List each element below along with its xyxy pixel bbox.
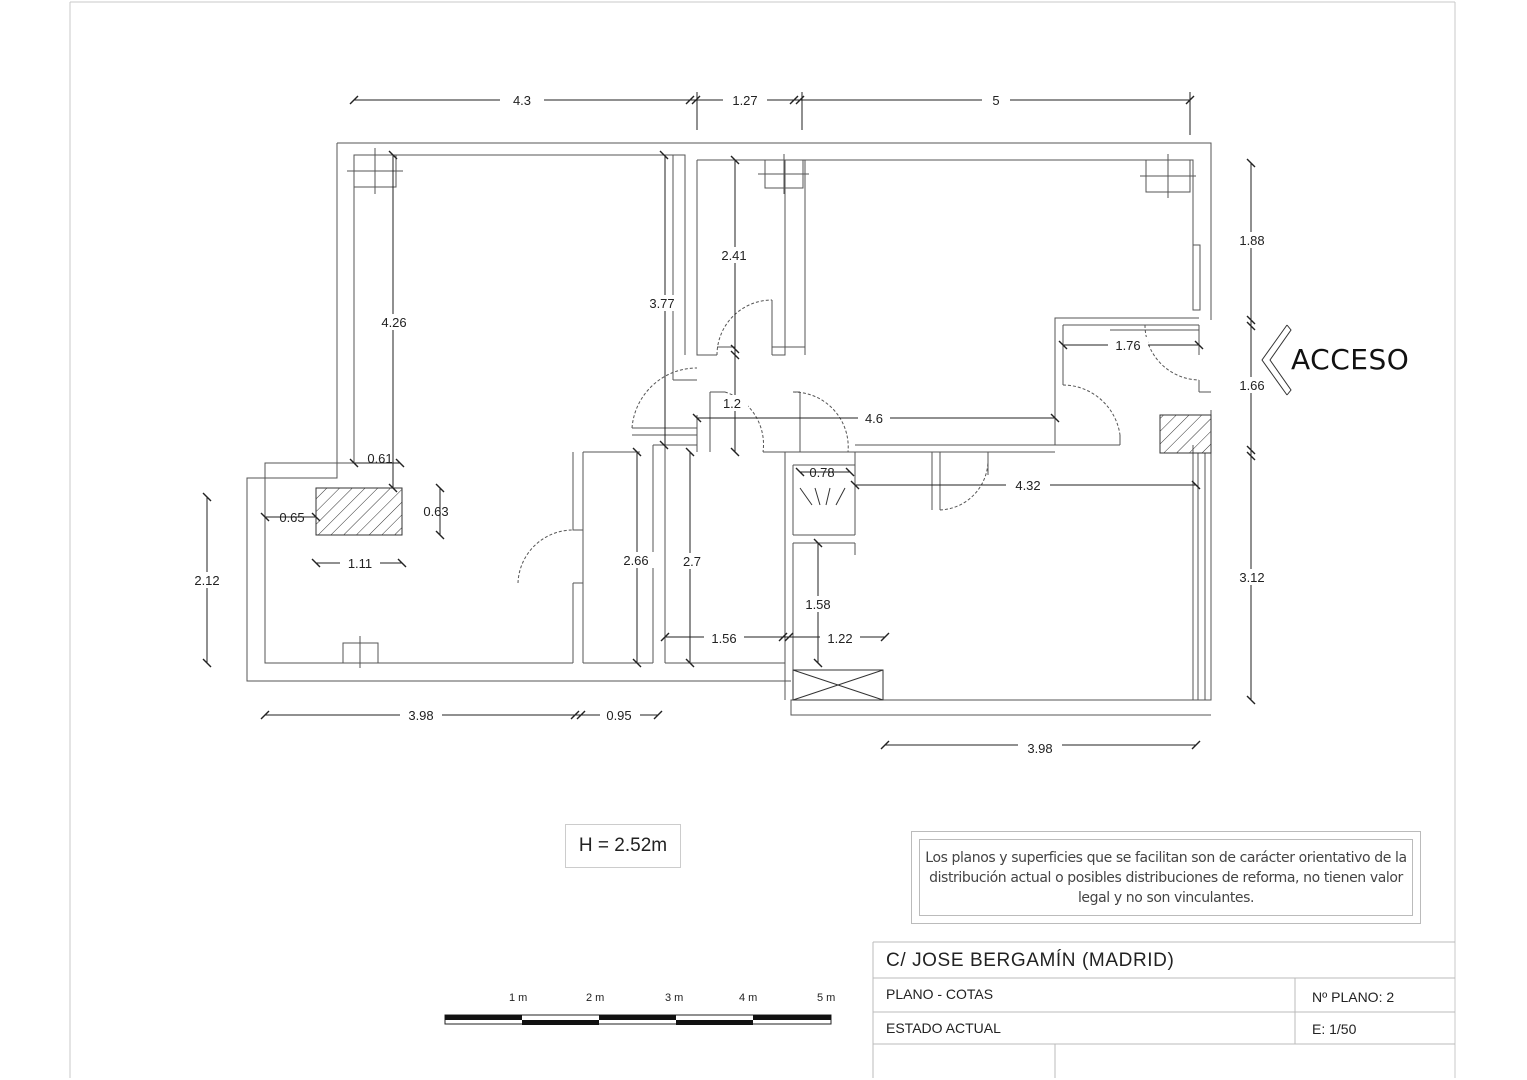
interior-walls — [572, 155, 1211, 700]
scale-label-5: 5 m — [817, 992, 836, 1004]
acceso-arrow-icon — [1261, 324, 1292, 396]
dim-top-1: 4.3 — [513, 93, 531, 108]
dim-chimney-top: 0.61 — [367, 451, 392, 466]
scale-bar — [444, 1014, 832, 1025]
disclaimer-text: Los planos y superficies que se facilita… — [919, 839, 1413, 916]
dim-kitchen-b: 2.7 — [683, 554, 701, 569]
dim-right-lower: 3.12 — [1239, 570, 1264, 585]
acceso-label: ACCESO — [1291, 343, 1410, 376]
ceiling-height-label: H = 2.52m — [578, 835, 668, 856]
dim-corridor-width: 1.2 — [723, 396, 741, 411]
title-block-lines — [872, 941, 1455, 1078]
hatched-elements — [315, 414, 1212, 701]
dim-bottom-left-2: 0.95 — [606, 708, 631, 723]
dim-right-top: 1.88 — [1239, 233, 1264, 248]
dim-left-wing: 2.12 — [194, 573, 219, 588]
dim-corridor-length: 4.6 — [865, 411, 883, 426]
pillars — [342, 148, 1196, 668]
plan-state: ESTADO ACTUAL — [886, 1020, 1001, 1036]
dim-chimney-side: 0.65 — [279, 510, 304, 525]
disclaimer-box: Los planos y superficies que se facilita… — [911, 831, 1421, 924]
chimney — [315, 487, 403, 536]
dim-entry-width: 1.76 — [1115, 338, 1140, 353]
bath-fixtures — [799, 487, 846, 506]
dim-top-3: 5 — [992, 93, 999, 108]
scale-label-1: 1 m — [509, 992, 528, 1004]
dim-store: 1.58 — [805, 597, 830, 612]
plan-number: Nº PLANO: 2 — [1312, 989, 1395, 1005]
dim-entry-height: 1.66 — [1239, 378, 1264, 393]
dim-kitchen-a: 2.66 — [623, 553, 648, 568]
dimension-ticks — [202, 95, 1256, 750]
scale-label-2: 2 m — [586, 992, 605, 1004]
door-swings — [517, 299, 1200, 584]
dim-bottom-mid-a: 1.56 — [711, 631, 736, 646]
scale-label-3: 3 m — [665, 992, 684, 1004]
storage-cabinet — [792, 669, 884, 701]
dim-hall: 3.77 — [649, 296, 674, 311]
plan-scale: E: 1/50 — [1312, 1021, 1357, 1037]
dimension-labels: 4.3 1.27 5 4.26 3.77 2.41 1.88 1.76 1.66… — [188, 92, 1272, 756]
dim-bottom-left: 3.98 — [408, 708, 433, 723]
sheet-border — [69, 1, 1456, 1078]
dim-left-room: 4.26 — [381, 315, 406, 330]
dim-top-2: 1.27 — [732, 93, 757, 108]
dim-bath-width: 0.78 — [809, 465, 834, 480]
project-address: C/ JOSE BERGAMÍN (MADRID) — [886, 950, 1175, 971]
dim-bottom-right: 3.98 — [1027, 741, 1052, 756]
pillar-entry — [1159, 414, 1212, 454]
dim-corridor-upper: 2.41 — [721, 248, 746, 263]
ceiling-height-box: H = 2.52m — [565, 824, 681, 868]
dim-bottom-mid-b: 1.22 — [827, 631, 852, 646]
dim-chimney-depth: 0.63 — [423, 504, 448, 519]
dim-chimney-width: 1.11 — [348, 556, 372, 571]
plan-type: PLANO - COTAS — [886, 986, 994, 1002]
dim-room-right: 4.32 — [1015, 478, 1040, 493]
dimension-lines — [206, 92, 1252, 746]
scale-label-4: 4 m — [739, 992, 758, 1004]
outer-walls — [246, 142, 1212, 716]
